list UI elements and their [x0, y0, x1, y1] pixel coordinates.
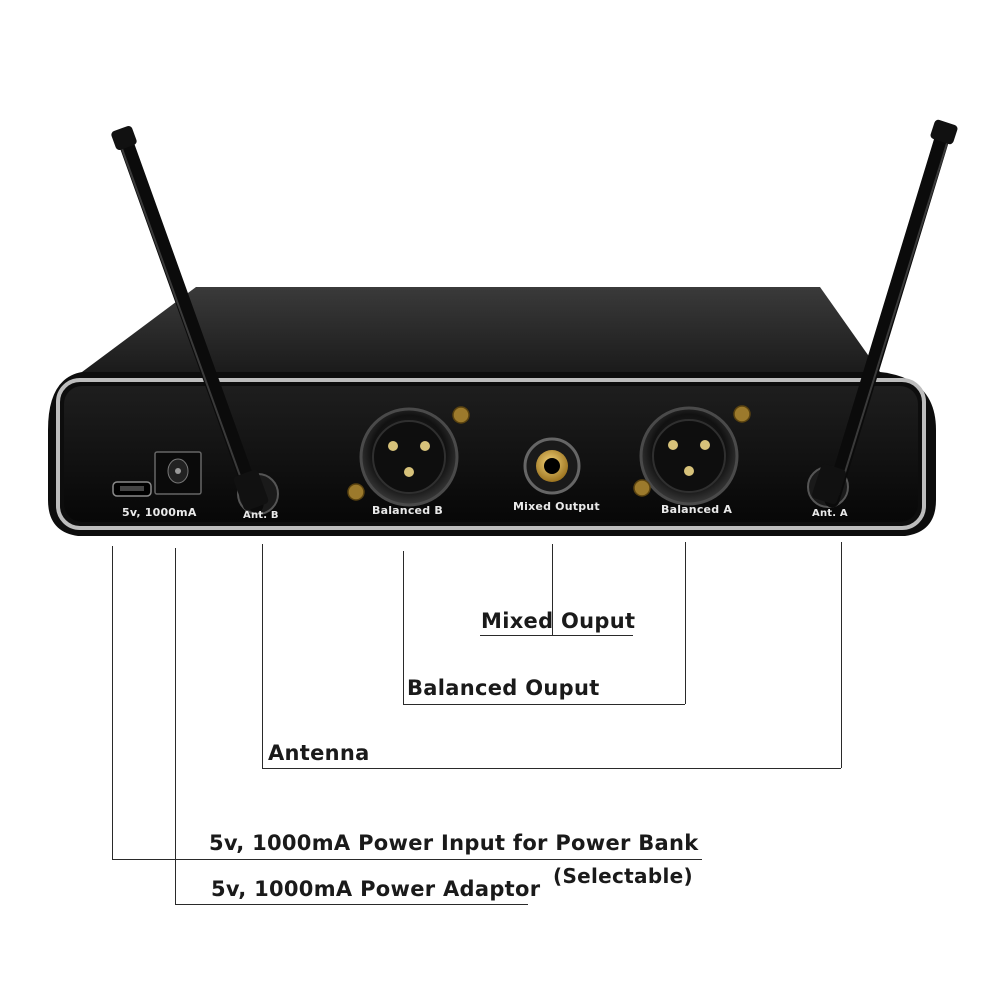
callout-line-power-adaptor-h: [175, 904, 528, 905]
panel-label-ant-a: Ant. A: [812, 508, 848, 519]
callout-line-balanced-a-v: [685, 542, 686, 704]
callout-mixed-output: Mixed Ouput: [481, 609, 636, 633]
callout-line-antenna-h: [262, 768, 841, 769]
antenna-b: [111, 125, 269, 513]
panel-label-mixed-output: Mixed Output: [513, 500, 600, 513]
callout-line-mixed-h: [480, 635, 633, 636]
panel-label-balanced-b: Balanced B: [372, 504, 443, 517]
antenna-a: [812, 119, 958, 508]
callout-line-power-adaptor-v: [175, 548, 176, 904]
callout-balanced-output: Balanced Ouput: [407, 676, 600, 700]
callout-power-bank: 5v, 1000mA Power Input for Power Bank: [209, 831, 699, 855]
panel-label-ant-b: Ant. B: [243, 510, 279, 521]
callout-line-antenna-a-v: [841, 542, 842, 768]
callout-line-power-bank-v: [112, 546, 113, 859]
panel-label-power: 5v, 1000mA: [122, 506, 197, 519]
device-front-trim: [56, 378, 926, 530]
panel-label-balanced-a: Balanced A: [661, 503, 733, 516]
callout-line-mixed-v: [552, 544, 553, 635]
callout-line-power-bank-h: [112, 859, 702, 860]
mixed-output-jack: [523, 437, 581, 495]
xlr-connector-b: [347, 406, 470, 507]
callout-line-balanced-b-v: [403, 551, 404, 704]
callout-antenna: Antenna: [268, 741, 370, 765]
callout-line-antenna-b-v: [262, 544, 263, 768]
callout-selectable: (Selectable): [553, 864, 693, 888]
callout-power-adaptor: 5v, 1000mA Power Adaptor: [211, 877, 541, 901]
xlr-connector-a: [633, 405, 751, 506]
device-top: [82, 287, 880, 372]
callout-line-balanced-h: [403, 704, 685, 705]
